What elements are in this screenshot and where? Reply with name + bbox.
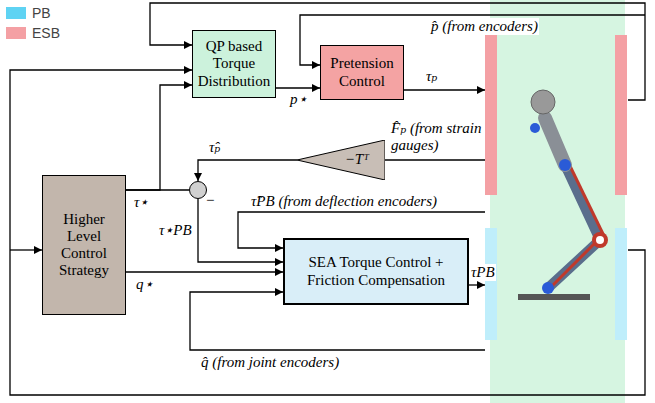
pb-strip [485,228,497,340]
legend-swatch [6,27,26,39]
signal-label: p̂ (from encoders) [430,18,539,35]
legend-entry: PB [6,5,51,21]
process-box: SEA Torque Control + Friction Compensati… [283,238,469,305]
signal-label: τPB [470,264,496,281]
signal-label: τ̂PB (from deflection encoders) [250,193,438,210]
process-box: Pretension Control [320,45,404,100]
node-text: − [206,192,214,209]
signal-label: q̂ (from joint encoders) [200,354,340,371]
connector [126,189,189,190]
signal-label: q⋆ [135,276,154,293]
signal-label: τ̂ₚ [208,139,221,156]
node-text: QP based Torque Distribution [198,38,271,90]
robot-band [490,0,625,403]
esb-strip [615,35,627,195]
connector [126,271,283,272]
summing-junction: − [189,181,207,199]
pb-strip [615,228,627,340]
triangle-outline [297,140,385,180]
signal-label: τ⋆ [133,194,149,211]
signal-label: F̂ₚ (from strain gauges) [390,120,486,155]
robot-illustration [518,90,608,300]
legend-swatch [6,7,26,19]
esb-strip [485,35,497,195]
node-text: Higher Level Control Strategy [49,211,119,280]
signal-label: τₚ [425,68,438,85]
connector [276,87,320,88]
node-text: SEA Torque Control + Friction Compensati… [291,254,461,289]
connector [126,85,192,190]
signal-label: τ⋆PB [158,222,193,239]
legend-entry: ESB [6,25,60,41]
process-box: Higher Level Control Strategy [42,175,126,315]
gain-triangle: −Tᵀ [297,140,385,180]
node-text: Pretension Control [327,55,397,90]
legend-text: ESB [32,25,60,41]
signal-label: p⋆ [289,91,308,108]
node-text: −Tᵀ [345,151,369,168]
connector [198,160,297,181]
process-box: QP based Torque Distribution [192,30,276,98]
signal-wires [10,3,645,395]
legend-text: PB [32,5,51,21]
